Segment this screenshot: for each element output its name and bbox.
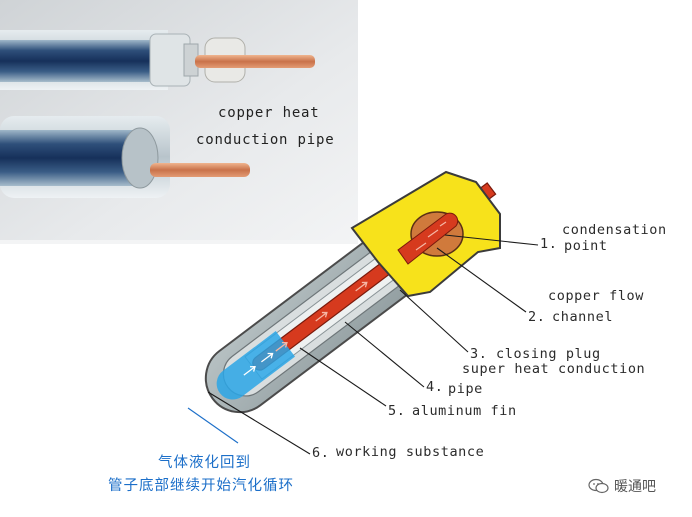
callout-1-line2: point — [564, 238, 608, 254]
callout-2-num: 2. — [528, 309, 545, 325]
leader-4 — [345, 322, 424, 387]
leader-2 — [437, 248, 526, 312]
callout-5-num: 5. — [388, 403, 405, 419]
callout-4-num: 4. — [426, 379, 443, 395]
callout-2-line2: channel — [552, 309, 613, 325]
callout-6-num: 6. — [312, 445, 329, 461]
callout-1-num: 1. — [540, 236, 557, 252]
callout-2-line1: copper flow — [548, 288, 644, 304]
callout-4-line2: pipe — [448, 381, 483, 397]
callout-6-line1: working substance — [336, 444, 484, 460]
watermark-text: 暖通吧 — [614, 476, 656, 496]
callout-3-line1: closing plug — [496, 346, 601, 362]
wechat-icon — [588, 478, 610, 494]
leader-5 — [300, 348, 386, 406]
leader-3 — [400, 290, 468, 352]
callout-5-line1: aluminum fin — [412, 403, 517, 419]
callout-1-line1: condensation — [562, 222, 667, 238]
chinese-note-line2: 管子底部继续开始汽化循环 — [108, 474, 294, 495]
callout-4-line1: super heat conduction — [462, 361, 645, 377]
callout-3-num: 3. — [470, 346, 487, 362]
chinese-note-line1: 气体液化回到 — [158, 451, 251, 472]
leader-cn — [188, 408, 238, 443]
